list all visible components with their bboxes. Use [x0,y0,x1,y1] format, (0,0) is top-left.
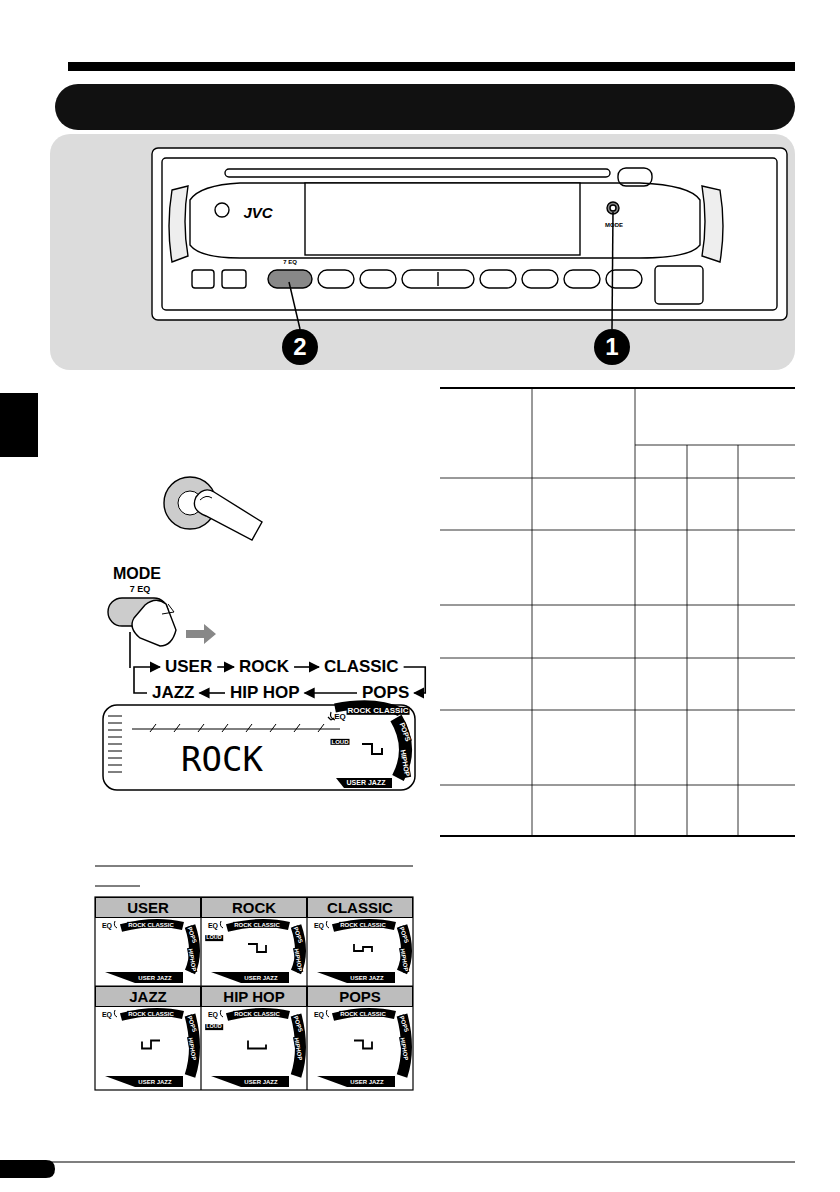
eq-mode-step: USER [163,657,214,677]
mini-indicator: USER JAZZ [137,1079,172,1085]
mini-indicator: ROCK CLASSIC [233,922,281,928]
callout-number: 2 [293,334,306,359]
mode-name: CLASSIC [324,657,399,676]
mini-indicator: HIPHOP [187,1036,198,1062]
button-label: 7 EQ [283,259,297,265]
mini-indicator: LOUD [205,1024,223,1030]
mode-name: CLASSIC [327,899,393,916]
mini-indicator: POPS [398,1014,410,1034]
illustration-panel [50,134,795,370]
mini-indicator: USER JAZZ [137,975,172,981]
mini-indicator: USER JAZZ [243,975,278,981]
mode-name: JAZZ [152,683,195,702]
page-tab [0,1160,55,1178]
mini-indicator: EQ [102,922,112,929]
mini-indicator: HIPHOP [293,947,304,973]
eq-mode-step: CLASSIC [322,657,401,677]
eq-mode-header: CLASSIC [307,897,413,918]
mini-indicator: POPS [186,1014,198,1034]
mini-indicator: EQ [314,922,324,929]
mini-indicator: POPS [292,925,304,945]
display-indicator: EQ [334,713,346,721]
mini-indicator: EQ [208,922,218,929]
mode-name: JAZZ [129,988,167,1005]
mini-indicator: USER JAZZ [349,975,384,981]
eq-mode-step: ROCK [237,657,291,677]
mini-indicator: EQ [208,1011,218,1018]
callout-number: 1 [605,334,618,359]
display-indicator: POPS [398,721,412,744]
mini-indicator: USER JAZZ [243,1079,278,1085]
mini-indicator: EQ [102,1011,112,1018]
eq-mode-header: USER [95,897,201,918]
display-window [103,705,415,790]
mini-indicator: HIPHOP [399,947,410,973]
callout-markers [282,212,630,365]
mode-name: HIP HOP [223,988,284,1005]
eq-mode-header: HIP HOP [201,986,307,1007]
button-name: MODE [113,566,161,583]
eq-mode-header: JAZZ [95,986,201,1007]
eq-mode-step: HIP HOP [228,683,302,703]
mode-name: USER [165,657,212,676]
mini-indicator: ROCK CLASSIC [127,1011,175,1017]
mini-indicator: ROCK CLASSIC [127,922,175,928]
cycle-arrow [294,666,319,668]
mini-indicator: HIPHOP [399,1036,410,1062]
bottom-rule [45,1161,795,1162]
button-label: MODE [605,222,623,228]
cycle-arrow [200,692,226,694]
display-indicator: ROCK CLASSIC [347,707,410,715]
mini-indicator: HIPHOP [293,1036,304,1062]
mode-name: ROCK [232,899,276,916]
blank-heading-underline [95,866,413,886]
eq-mode-step: JAZZ [150,683,197,703]
cycle-arrow [305,692,357,694]
mini-indicator: POPS [186,925,198,945]
display-indicator: HIPHOP [399,748,411,778]
brand-logo: JVC [243,205,272,221]
mini-indicator: POPS [292,1014,304,1034]
eq-mode-header: POPS [307,986,413,1007]
heading-banner [55,84,795,130]
mini-indicator: USER JAZZ [349,1079,384,1085]
mini-display-icons [105,921,407,1087]
cycle-arrow [217,666,234,668]
mini-indicator: HIPHOP [187,947,198,973]
blank-table [440,388,795,836]
mini-indicator: LOUD [205,935,223,941]
button-name: 7 EQ [130,585,151,594]
eq-mode-step: POPS [360,683,411,703]
car-stereo [152,148,787,320]
eq-mode-header: ROCK [201,897,307,918]
mini-indicator: ROCK CLASSIC [339,922,387,928]
display-indicator: USER JAZZ [346,779,387,786]
mini-indicator: ROCK CLASSIC [233,1011,281,1017]
mini-indicator: EQ [314,1011,324,1018]
mini-indicator: ROCK CLASSIC [339,1011,387,1017]
mode-name: USER [127,899,169,916]
mode-name: POPS [339,988,381,1005]
top-rule [68,62,795,71]
mode-name: POPS [362,683,409,702]
display-indicator: LOUD [331,739,350,745]
eq-mode-grid [95,897,413,1090]
mini-indicator: POPS [398,925,410,945]
mode-name: HIP HOP [230,683,300,702]
mode-button-press [164,477,262,540]
mode-name: ROCK [239,657,289,676]
language-tab [0,393,38,457]
display-text: ROCK [181,742,263,778]
